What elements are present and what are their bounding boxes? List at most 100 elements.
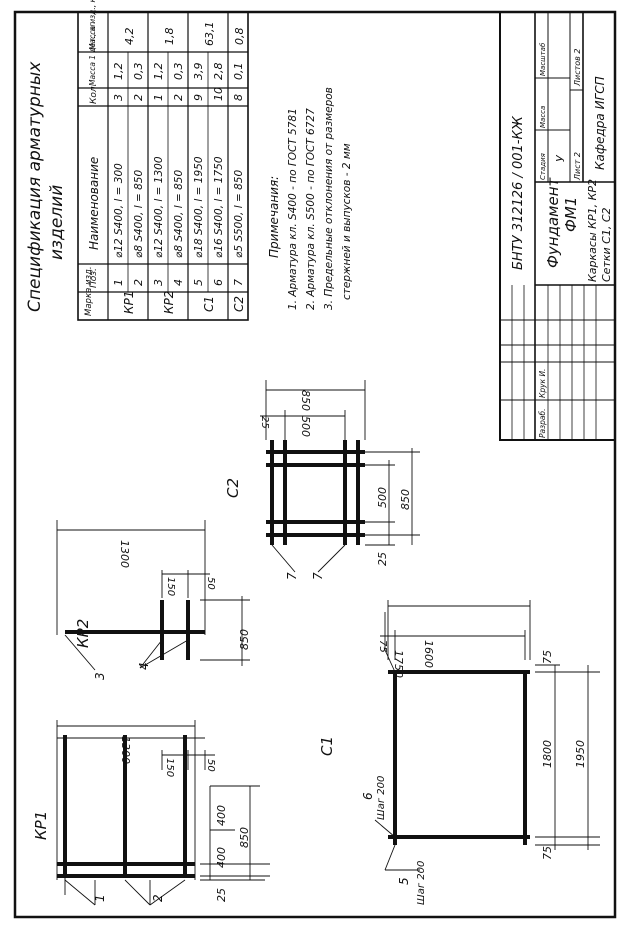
- c2-leader-7a: 7: [285, 572, 299, 580]
- spec-marka-kr2: КР2: [162, 291, 176, 314]
- spec-mass-izd-c1: 63,1: [203, 22, 216, 47]
- stamp-list-label: Лист 2: [573, 152, 582, 181]
- kr1-dim-850: 850: [238, 827, 251, 848]
- spec-cell-kol: 2: [132, 94, 145, 101]
- stamp-razrab-label: Разраб.: [538, 409, 547, 438]
- spec-header-mass-izd: Масса изд., кг: [88, 0, 97, 50]
- spec-cell-kol: 3: [112, 94, 125, 101]
- spec-mass-izd-kr1: 4,2: [123, 28, 136, 46]
- sheet-frame: [13, 10, 617, 919]
- spec-marka-c2: С2: [232, 296, 246, 312]
- spec-cell-poz: 2: [132, 279, 145, 286]
- c2-dim-500-right: 500: [376, 487, 389, 508]
- c1-dim-75-right: 75: [541, 650, 554, 664]
- view-kr2: КР2 1300 150 50 850 3 4: [56, 520, 251, 680]
- spec-cell-poz: 7: [232, 279, 245, 286]
- spec-table: [77, 11, 249, 321]
- spec-cell-name: ⌀18 S400, l = 1950: [193, 156, 205, 258]
- note-3: 3. Предельные отклонения от размеров: [323, 87, 335, 310]
- spec-cell-mass-det: 1,2: [152, 63, 165, 81]
- spec-marka-c1: С1: [202, 296, 216, 312]
- kr2-leader-4: 4: [137, 662, 151, 670]
- spec-cell-name: ⌀16 S400, l = 1750: [213, 156, 225, 258]
- spec-header-name: Наименование: [87, 157, 101, 250]
- spec-cell-name: ⌀8 S400, l = 850: [133, 170, 145, 258]
- view-c1: С1 1750 1600 75 75 1800 1950 75 5 Шаг 20…: [318, 600, 600, 905]
- spec-cell-poz: 4: [172, 279, 185, 286]
- kr1-dim-1300: 1300: [119, 736, 132, 764]
- kr1-leader-1: 1: [93, 894, 107, 902]
- c1-dim-1600: 1600: [422, 640, 435, 668]
- spec-cell-kol: 2: [172, 94, 185, 101]
- spec-cell-poz: 6: [212, 279, 225, 286]
- spec-cell-name: ⌀8 S400, l = 850: [173, 170, 185, 258]
- spec-mass-izd-kr2: 1,8: [163, 28, 176, 46]
- spec-cell-mass-det: 0,1: [232, 63, 245, 81]
- stamp-massa-label: Масса: [539, 106, 547, 128]
- spec-cell-kol: 10: [212, 87, 225, 101]
- c1-step-5: Шаг 200: [416, 861, 427, 905]
- c2-leader-7b: 7: [311, 572, 325, 580]
- kr1-dim-150: 150: [164, 758, 175, 777]
- notes: Примечания: 1. Арматура кл. S400 - по ГО…: [267, 87, 353, 310]
- c2-dim-850-top: 850: [299, 390, 312, 411]
- stamp-code: БНТУ 312126 / 001-КЖ: [511, 115, 526, 270]
- notes-title: Примечания:: [267, 176, 281, 258]
- spec-cell-mass-det: 0,3: [172, 63, 185, 81]
- stamp-masshtab-label: Масштаб: [539, 42, 547, 76]
- stamp-listov-label: Листов 2: [573, 48, 582, 87]
- note-3-cont: стержней и выпусков - 2 мм: [341, 143, 353, 300]
- spec-header-poz: Поз.: [89, 268, 99, 288]
- note-2: 2. Арматура кл. S500 - по ГОСТ 6727: [305, 108, 317, 310]
- spec-cell-poz: 1: [112, 279, 125, 286]
- stamp-sheet-line2: Сетки С1, С2: [600, 208, 613, 283]
- c2-dim-25-top: 25: [259, 416, 270, 429]
- stamp-razrab-name: Крук И.: [538, 369, 547, 398]
- title-block: БНТУ 312126 / 001-КЖ Фундамент ФМ1 Карка…: [499, 11, 616, 441]
- spec-cell-poz: 3: [152, 279, 165, 286]
- spec-mass-izd-c2: 0,8: [233, 28, 246, 46]
- kr2-dim-150: 150: [165, 577, 176, 596]
- c2-label: С2: [224, 478, 242, 498]
- c1-step-6: Шаг 200: [376, 776, 387, 820]
- spec-cell-name: ⌀12 S400, l = 1300: [153, 156, 165, 258]
- stamp-title-line2: ФМ1: [562, 197, 580, 232]
- view-c2: С2 850 500 25 500 850 25 7 7: [224, 380, 420, 580]
- c1-dim-1750: 1750: [392, 650, 405, 678]
- specification: Спецификация арматурных изделий Марка из…: [25, 0, 249, 321]
- c1-leader-5: 5: [397, 877, 411, 885]
- spec-cell-poz: 5: [192, 279, 205, 286]
- note-1: 1. Арматура кл. S400 - по ГОСТ 5781: [287, 108, 299, 310]
- kr2-leader-3: 3: [93, 672, 107, 680]
- kr1-dim-50: 50: [205, 759, 216, 772]
- spec-header-kol: Кол.: [89, 83, 99, 104]
- spec-cell-mass-det: 3,9: [192, 63, 205, 81]
- stamp-stadia-value: У: [554, 154, 567, 162]
- spec-rows: 1 ⌀12 S400, l = 300 3 1,2 2 ⌀8 S400, l = 850 2…: [112, 63, 245, 287]
- stamp-org: Кафедра ИГСП: [593, 76, 607, 170]
- c2-dim-500-top: 500: [299, 416, 312, 437]
- kr1-label: КР1: [32, 811, 50, 840]
- c1-dim-75-top: 75: [377, 640, 388, 653]
- spec-marka-kr1: КР1: [122, 291, 136, 314]
- spec-cell-kol: 8: [232, 94, 245, 101]
- kr1-dim-400b: 400: [215, 847, 228, 868]
- c1-dim-1950: 1950: [574, 740, 587, 768]
- spec-header-mass-det: Масса 1 дет., кг: [88, 23, 97, 86]
- c1-dim-1800: 1800: [541, 740, 554, 768]
- spec-cell-mass-det: 0,3: [132, 63, 145, 81]
- c2-dim-850-right: 850: [399, 489, 412, 510]
- spec-title-line1: Спецификация арматурных: [25, 61, 45, 312]
- kr1-dim-25: 25: [215, 888, 228, 902]
- c2-dim-25-right: 25: [376, 552, 389, 566]
- stamp-sheet-line1: Каркасы КР1, КР2: [586, 179, 599, 282]
- c1-dim-75-bottom: 75: [541, 846, 554, 860]
- spec-cell-kol: 1: [152, 94, 165, 101]
- kr2-dim-1300: 1300: [118, 540, 131, 568]
- kr2-dim-50: 50: [205, 577, 216, 590]
- kr2-dim-850: 850: [238, 629, 251, 650]
- spec-cell-name: ⌀12 S400, l = 300: [113, 163, 125, 258]
- kr1-leader-2: 2: [151, 894, 165, 902]
- spec-title-line2: изделий: [47, 185, 67, 260]
